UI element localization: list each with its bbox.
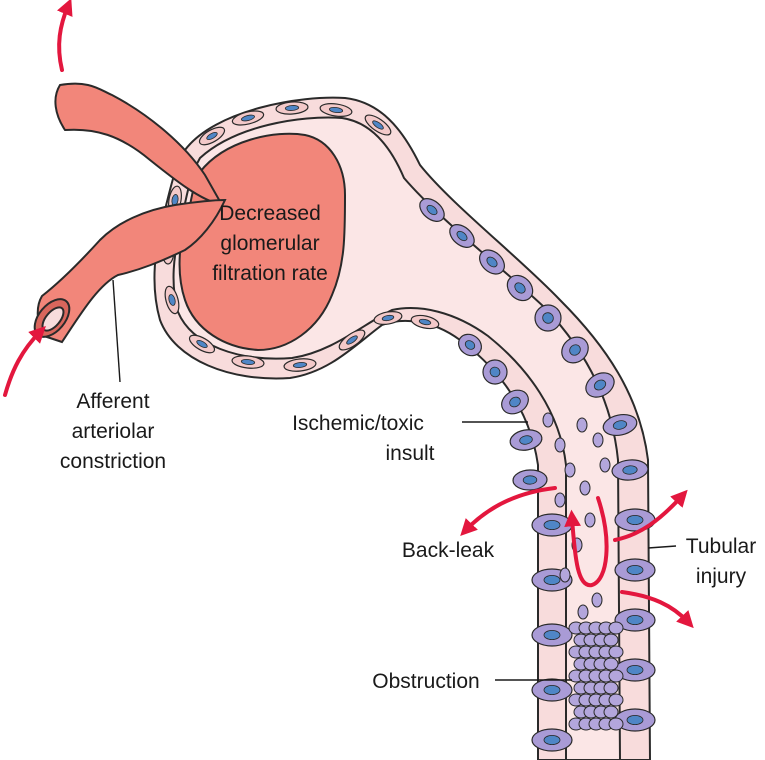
injured-tubular-cell <box>506 274 534 302</box>
gfr-label-line1: Decreased <box>219 202 321 225</box>
debris-cell <box>591 592 603 608</box>
leader-lines <box>112 279 677 681</box>
tubular-label-line1: Tubular <box>686 535 756 558</box>
debris-cell <box>576 417 588 433</box>
injured-tubular-cell <box>531 513 573 537</box>
injured-tubular-cell <box>585 372 615 398</box>
injured-tubular-cell <box>531 678 573 702</box>
flow-arrows <box>3 0 694 629</box>
tubular-cell <box>410 314 440 330</box>
tubular-leak-arrow-upper <box>613 489 688 542</box>
cast-cell <box>603 657 619 671</box>
injured-tubular-cell <box>512 469 548 491</box>
afferent-label-line2: arteriolar <box>72 420 155 443</box>
debris-cell <box>542 412 554 428</box>
injured-tubular-cell <box>614 608 656 632</box>
cast-cell <box>608 693 624 707</box>
debris-cell <box>579 480 591 496</box>
tubular-cell <box>231 355 265 369</box>
debris-cell <box>554 437 566 453</box>
tubular-flow-loop-arrow <box>564 496 609 588</box>
injured-tubular-cell <box>479 249 505 275</box>
injured-tubular-cell <box>509 429 543 451</box>
gfr-label-line3: filtration rate <box>212 262 328 285</box>
tubular-cell <box>364 114 392 136</box>
injured-tubular-cell <box>449 224 475 248</box>
cast-cell <box>608 621 624 635</box>
debris-cell <box>584 512 596 528</box>
injured-tubular-cell <box>501 389 529 415</box>
tubular-cell <box>188 334 216 354</box>
debris-cell <box>564 462 576 478</box>
injured-tubular-cell <box>531 728 573 752</box>
injured-tubular-cell <box>534 304 562 332</box>
tubular-cells <box>161 101 656 752</box>
tubular-cell <box>275 101 309 115</box>
afferent-label-line3: constriction <box>60 450 166 473</box>
injured-tubular-cell <box>482 359 508 385</box>
afferent-label-line1: Afferent <box>76 390 149 413</box>
ischemic-label-line1: Ischemic/toxic <box>292 412 424 435</box>
efferent-flow-arrow <box>56 0 73 72</box>
afferent-leader <box>112 279 121 383</box>
injured-tubular-cell <box>614 558 656 582</box>
debris-cell <box>599 457 611 473</box>
debris-cell <box>577 604 589 620</box>
injured-tubular-cell <box>561 336 589 364</box>
tubular-cell <box>319 103 353 117</box>
cast-cell <box>603 633 619 647</box>
tubular-cell <box>283 358 317 372</box>
backleak-label: Back-leak <box>402 539 495 562</box>
injured-tubular-cell <box>419 198 445 222</box>
efferent-arteriole <box>54 82 224 207</box>
tubular-cell <box>231 110 265 126</box>
injured-tubular-cell <box>602 413 638 437</box>
labels: Decreased glomerular filtration rate Aff… <box>60 202 756 693</box>
tubular-cell <box>373 311 403 325</box>
cast-cell <box>608 669 624 683</box>
backleak-arrow <box>460 486 557 537</box>
debris-cell <box>592 432 604 448</box>
debris-cell <box>554 492 566 508</box>
tubular-cell <box>338 329 366 351</box>
tubular-label-line2: injury <box>696 565 747 588</box>
obstruction-label: Obstruction <box>372 670 479 693</box>
tubular-cell <box>164 285 180 315</box>
obstruction-cast <box>568 621 624 731</box>
afferent-flow-arrow <box>3 326 46 397</box>
tubular-cell <box>198 126 226 146</box>
debris-cell <box>559 567 571 583</box>
injured-tubular-cell <box>458 333 482 357</box>
tubular-leak-arrow-lower <box>620 590 694 629</box>
ischemic-label-line2: insult <box>385 442 434 465</box>
cast-cell <box>603 681 619 695</box>
tubular-leader <box>647 545 677 549</box>
injured-tubular-cell <box>611 459 649 481</box>
cast-cell <box>608 645 624 659</box>
cast-cell <box>603 705 619 719</box>
gfr-label-line2: glomerular <box>220 232 319 255</box>
injured-tubular-cell <box>531 623 573 647</box>
cast-cell <box>608 717 624 731</box>
